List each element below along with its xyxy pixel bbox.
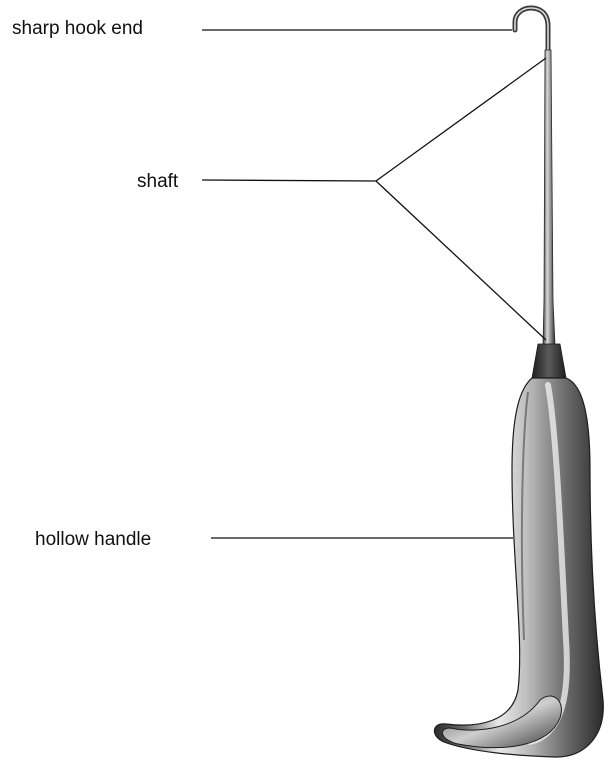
label-shaft: shaft (137, 172, 178, 191)
leader-lines (202, 30, 546, 538)
handle-body (434, 378, 603, 757)
shaft-body (543, 50, 555, 345)
leader-shaft-upper (376, 58, 546, 181)
handle-collar (532, 344, 566, 378)
label-sharp-hook-end: sharp hook end (12, 19, 143, 38)
label-hollow-handle: hollow handle (35, 530, 151, 549)
leader-shaft-lower (376, 181, 546, 340)
leader-shaft (202, 180, 376, 181)
hook-tip (515, 8, 548, 52)
